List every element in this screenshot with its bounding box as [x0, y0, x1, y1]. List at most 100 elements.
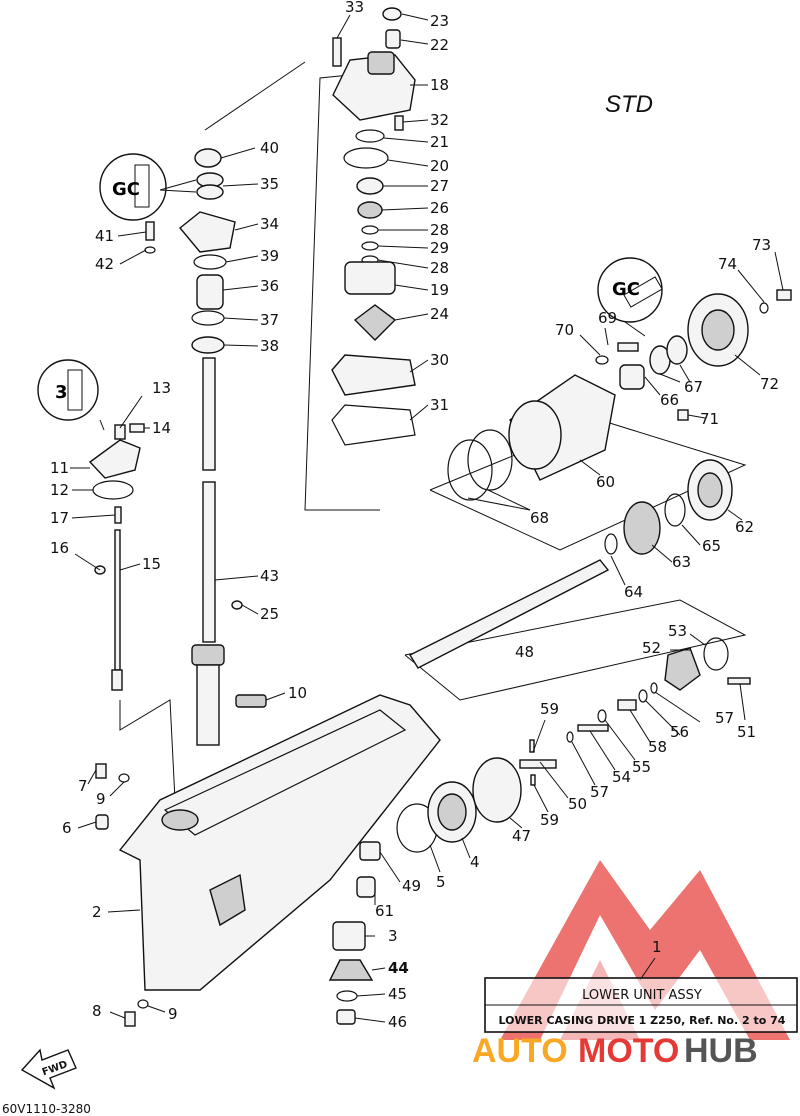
part-27-collar [356, 177, 384, 195]
svg-text:3: 3 [55, 382, 68, 403]
callout-30: 30 [430, 351, 449, 369]
part-44-pinion [328, 959, 374, 981]
part-3-needle-bearing [332, 921, 366, 951]
callout-71: 71 [700, 410, 719, 428]
watermark-text: AUTO MOTO HUB [472, 1032, 758, 1070]
diagram-code: 60V1110-3280 [2, 1102, 91, 1116]
callout-38: 38 [260, 337, 279, 355]
callout-17: 17 [50, 509, 69, 527]
part-18-outlet [367, 51, 395, 75]
callout-46: 46 [388, 1013, 407, 1031]
assembly-line-c [119, 699, 176, 801]
callout-70: 70 [555, 321, 574, 339]
part-73-bolt [776, 289, 792, 301]
part-15-shift-rod [114, 529, 121, 671]
part-43-bearing-collar [191, 644, 225, 666]
callout-7: 7 [78, 777, 88, 795]
callout-68: 68 [530, 509, 549, 527]
title-box-title: LOWER UNIT ASSY [582, 988, 702, 1003]
callout-12: 12 [50, 481, 69, 499]
callout-32: 32 [430, 111, 449, 129]
part-57-ring-b [650, 682, 658, 694]
callout-53: 53 [668, 622, 687, 640]
bracket-48 [404, 599, 747, 701]
part-54-spring [577, 724, 609, 732]
drive-shaft-group [144, 148, 267, 746]
callout-65: 65 [702, 537, 721, 555]
part-4-bearing-bore [437, 793, 467, 831]
callout-23: 23 [430, 12, 449, 30]
title-callout: 1 [652, 938, 662, 956]
watermark-auto: AUTO [472, 1032, 568, 1070]
part-13-bolt [114, 424, 126, 440]
part-10-magnet [235, 694, 267, 708]
fwd-arrow-icon: FWD [20, 1048, 77, 1090]
callout-59a: 59 [540, 700, 559, 718]
part-57-ring-a [566, 731, 574, 743]
water-pump-group [331, 7, 416, 446]
part-33-bolt [332, 37, 342, 67]
part-6-dowel [95, 814, 109, 830]
part-52-dog-clutch [664, 647, 701, 691]
part-71-bolt [677, 409, 689, 421]
part-64-washer [604, 533, 618, 555]
svg-text:GC: GC [612, 279, 640, 300]
grease-icon-a: GC [99, 153, 167, 221]
callout-24: 24 [430, 305, 449, 323]
callout-67: 67 [684, 378, 703, 396]
callout-42: 42 [95, 255, 114, 273]
callout-56: 56 [670, 723, 689, 741]
callout-47: 47 [512, 827, 531, 845]
part-37-shim [191, 310, 225, 326]
callout-45: 45 [388, 985, 407, 1003]
callout-58: 58 [648, 738, 667, 756]
part-58-spring [617, 699, 637, 711]
callout-9a: 9 [96, 790, 106, 808]
callout-11: 11 [50, 459, 69, 477]
callout-50: 50 [568, 795, 587, 813]
callout-14: 14 [152, 419, 171, 437]
part-69-bolt [617, 342, 639, 352]
callout-3: 3 [388, 927, 398, 945]
part-9-gasket-b [137, 999, 149, 1009]
grease-icon-b: 3 [37, 359, 99, 421]
callout-5: 5 [436, 873, 446, 891]
part-42-washer [144, 246, 156, 254]
part-67-seal-b [666, 335, 688, 365]
part-60-housing-front [508, 400, 562, 470]
part-59-pin-b [530, 774, 536, 786]
part-28-washer-a [361, 225, 379, 235]
part-17-seal [114, 506, 122, 524]
part-35-seal-b [196, 184, 224, 200]
part-70-washer [595, 355, 609, 365]
callout-2: 2 [92, 903, 102, 921]
callout-22: 22 [430, 36, 449, 54]
callout-57a: 57 [590, 783, 609, 801]
callout-10: 10 [288, 684, 307, 702]
part-14-bolt [129, 423, 145, 433]
callout-33: 33 [345, 0, 364, 16]
part-12-oring [92, 480, 134, 500]
callout-40: 40 [260, 139, 279, 157]
part-65-shim [664, 493, 686, 527]
callout-20: 20 [430, 157, 449, 175]
part-74-washer [759, 302, 769, 314]
callout-34: 34 [260, 215, 279, 233]
part-36-bearing [196, 274, 224, 310]
callout-57b: 57 [715, 709, 734, 727]
callout-29: 29 [430, 239, 449, 257]
part-40-seal [194, 148, 222, 168]
callout-60: 60 [596, 473, 615, 491]
callout-63: 63 [672, 553, 691, 571]
callout-72: 72 [760, 375, 779, 393]
callout-18: 18 [430, 76, 449, 94]
part-45-washer [336, 990, 358, 1002]
part-21-oring [355, 129, 385, 143]
callout-27: 27 [430, 177, 449, 195]
callout-73: 73 [752, 236, 771, 254]
callout-69: 69 [598, 309, 617, 327]
part-38-bearing-race [191, 336, 225, 354]
part-22-bushing [385, 29, 401, 49]
